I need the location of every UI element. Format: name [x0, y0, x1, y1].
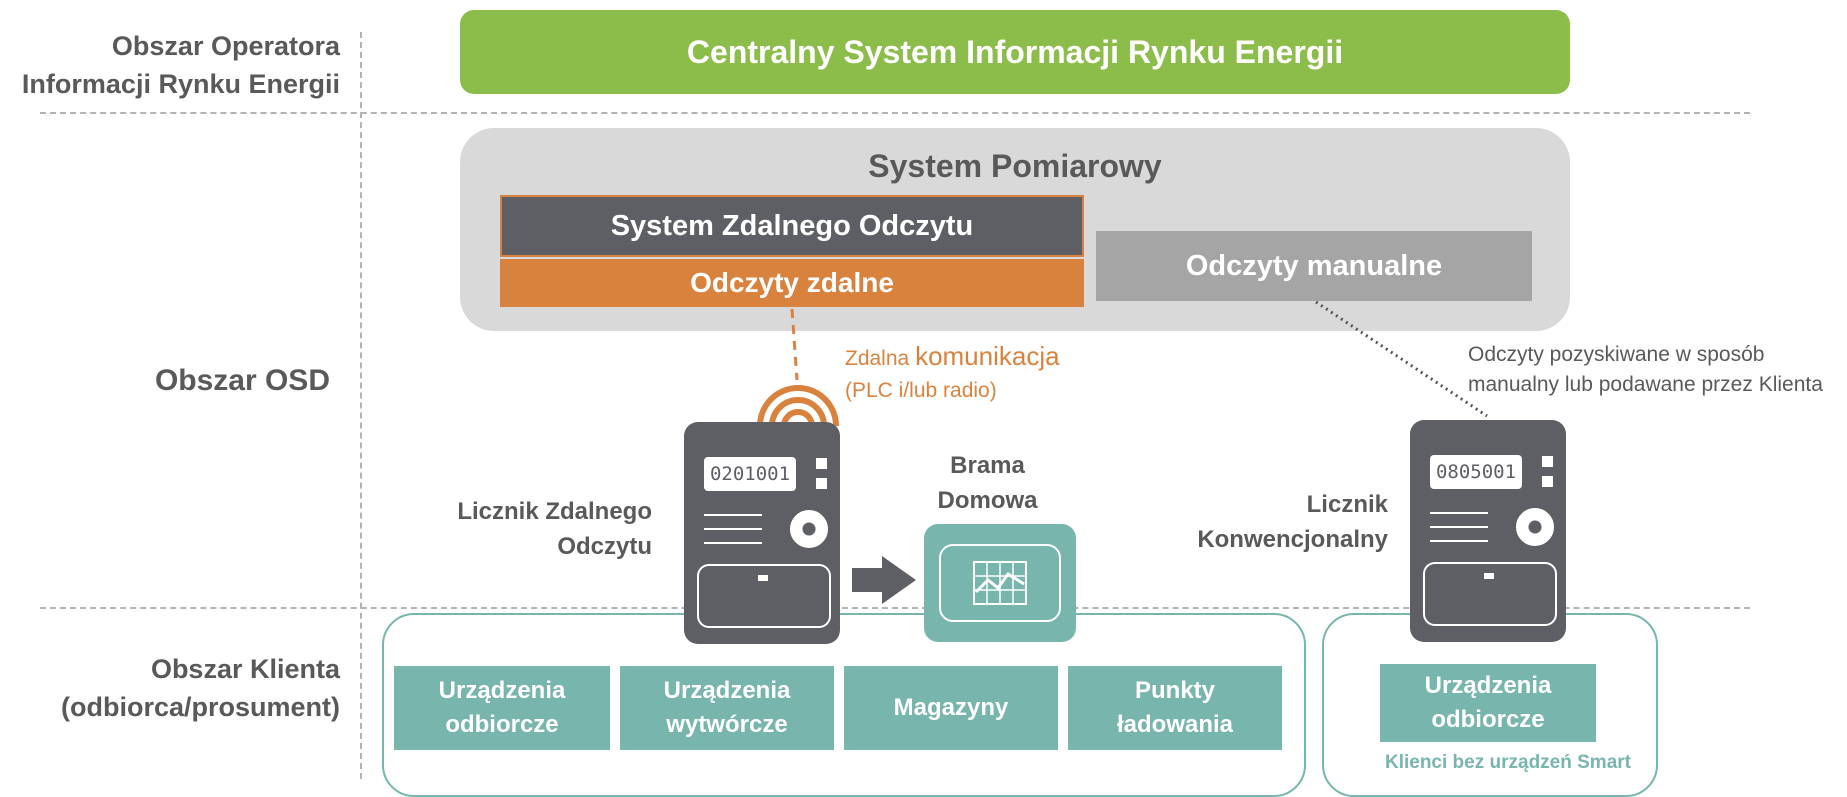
meter-icon-smart: 0201001 [684, 422, 840, 644]
remote-comm-link [790, 308, 799, 381]
smart-meter-display: 0201001 [704, 457, 796, 491]
connectors [790, 300, 1488, 418]
arrow-right-icon [852, 556, 916, 604]
home-gateway [924, 524, 1076, 642]
conventional-meter-label: Licznik Konwencjonalny [1197, 491, 1388, 553]
conventional-meter-display: 0805001 [1430, 455, 1522, 489]
meter-icon-conventional: 0805001 [1410, 420, 1566, 642]
system-pomiarowy-title: System Pomiarowy [868, 148, 1162, 184]
csire-box: Centralny System Informacji Rynku Energi… [460, 10, 1570, 94]
zone-label-osd: Obszar OSD [154, 364, 330, 397]
zone-label-operator: Obszar Operatora Informacji Rynku Energi… [21, 31, 340, 99]
zone-divider-bottom [40, 607, 1750, 609]
manual-reading-link [1315, 300, 1488, 418]
chart-icon [973, 561, 1027, 605]
smart-meter-label: Licznik Zdalnego Odczytu [457, 498, 652, 560]
wireless-signal-icon [757, 385, 839, 427]
odczyty-manualne-box: Odczyty manualne [1096, 231, 1532, 301]
zone-divider-top [40, 112, 1750, 114]
zone-label-client: Obszar Klienta (odbiorca/prosument) [60, 654, 340, 722]
manual-reading-note: Odczyty pozyskiwane w sposób manualny lu… [1468, 343, 1823, 396]
system-zdalnego-odczytu-box: System Zdalnego Odczytu [500, 195, 1084, 257]
gateway-label: Brama Domowa [937, 452, 1038, 514]
communication-label: Zdalna komunikacja (PLC i/lub radio) [845, 341, 1060, 402]
no-smart-label: Klienci bez urządzeń Smart [1384, 752, 1631, 773]
zone-label-divider [360, 32, 362, 779]
device-box-magazyny: Magazyny [844, 666, 1058, 750]
odczyty-zdalne-box: Odczyty zdalne [500, 259, 1084, 307]
